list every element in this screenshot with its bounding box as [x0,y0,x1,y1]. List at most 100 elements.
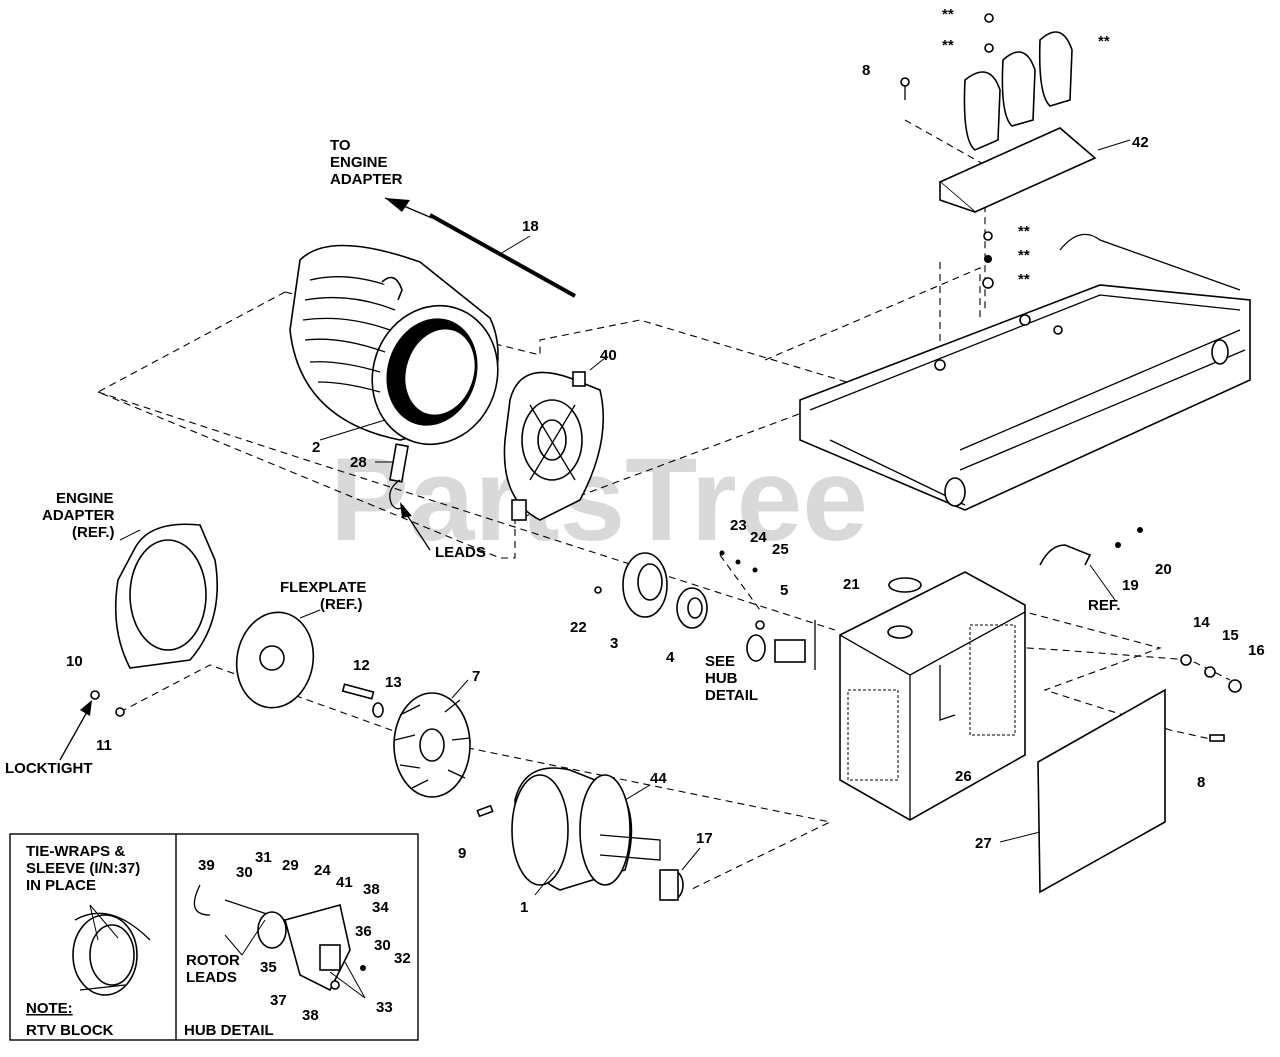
label-tie-wraps-1: TIE-WRAPS & [26,843,125,860]
callout-stars-2: ** [942,37,954,54]
callout-11: 11 [96,737,112,754]
callout-1: 1 [520,899,528,916]
label-leads: LEADS [435,544,486,561]
label-note: NOTE: [26,1000,73,1017]
detail-inset [9,833,419,1041]
label-flexplate-2: (REF.) [320,596,363,613]
callout-20: 20 [1155,561,1172,578]
callout-10: 10 [66,653,83,670]
callout-23: 23 [730,517,747,534]
label-hub-detail: HUB DETAIL [184,1022,274,1039]
label-rotor-leads-1: ROTOR [186,952,240,969]
callout-40: 40 [600,347,617,364]
label-tie-wraps-2: SLEEVE (I/N:37) [26,860,140,877]
label-tie-wraps-3: IN PLACE [26,877,96,894]
base-frame [799,233,1251,511]
callout-30-a: 30 [236,864,253,881]
callout-39: 39 [198,857,215,874]
callout-22: 22 [570,619,587,636]
callout-8-top: 8 [862,62,870,79]
callout-8-right: 8 [1197,774,1205,791]
callout-3: 3 [610,635,618,652]
callout-19: 19 [1122,577,1139,594]
callout-30-b: 30 [374,937,391,954]
callout-7: 7 [472,668,480,685]
callout-37: 37 [270,992,287,1009]
callout-24-hub: 24 [314,862,331,879]
flexplate-ref [235,609,321,709]
part-12-13-bolt [341,683,384,718]
callout-28: 28 [350,454,367,471]
callout-14: 14 [1193,614,1210,631]
callout-2: 2 [312,439,320,456]
part-3-4-22-brush-parts [594,550,816,670]
callout-16: 16 [1248,642,1265,659]
callout-41: 41 [336,874,353,891]
label-rotor-leads-2: LEADS [186,969,237,986]
engine-adapter-ref [114,523,218,669]
callout-13: 13 [385,674,402,691]
callout-33: 33 [376,999,393,1016]
part-28-lead-sleeve [375,443,431,551]
callout-36: 36 [355,923,372,940]
callout-numbers: 1 2 3 4 5 7 8 8 9 10 11 12 13 14 15 16 1… [66,6,1265,1024]
label-locktight: LOCKTIGHT [5,760,93,777]
callout-stars-5: ** [1018,247,1030,264]
label-to-engine-adapter-1: TO [330,137,351,154]
callout-21: 21 [843,576,860,593]
ref-bracket-19-20 [1039,527,1143,601]
callout-34: 34 [372,899,389,916]
label-ref: REF. [1088,597,1121,614]
callout-4: 4 [666,649,675,666]
part-10-11-fasteners [59,690,125,761]
callout-17: 17 [696,830,713,847]
label-to-engine-adapter-3: ADAPTER [330,171,403,188]
callout-stars-6: ** [1018,271,1030,288]
callout-stars-3: ** [1098,33,1110,50]
callout-15: 15 [1222,627,1239,644]
callout-29: 29 [282,857,299,874]
callout-38-a: 38 [363,881,380,898]
part-9-key [476,804,494,818]
callout-18: 18 [522,218,539,235]
label-see-hub-3: DETAIL [705,687,758,704]
part-17-bearing [659,847,701,901]
part-26-cover [839,571,1026,821]
callout-24: 24 [750,529,767,546]
text-labels: TO ENGINE ADAPTER ENGINE ADAPTER (REF.) … [5,137,1121,1039]
callout-42: 42 [1132,134,1149,151]
part-42-breaker-bracket [900,13,1131,289]
callout-31: 31 [255,849,272,866]
part-44-rotor [511,767,661,896]
callout-27: 27 [975,835,992,852]
callout-9: 9 [458,845,466,862]
part-21-grommet [888,577,922,593]
part-2-stator [289,244,499,446]
part-27-panel [999,688,1166,894]
callout-5: 5 [780,582,788,599]
label-see-hub-2: HUB [705,670,738,687]
callout-44: 44 [650,770,667,787]
callout-32: 32 [394,950,411,967]
label-to-engine-adapter-2: ENGINE [330,154,388,171]
label-engine-adapter-3: (REF.) [72,524,115,541]
part-18-stud [384,197,576,298]
callout-26: 26 [955,768,972,785]
label-engine-adapter-2: ADAPTER [42,507,115,524]
callout-35: 35 [260,959,277,976]
label-rtv-block: RTV BLOCK [26,1022,114,1039]
part-40-end-bracket [503,357,606,521]
label-see-hub-1: SEE [705,653,735,670]
label-engine-adapter-1: ENGINE [56,490,114,507]
callout-stars-4: ** [1018,223,1030,240]
callout-stars-1: ** [942,6,954,23]
watermark: PartsTree [330,434,868,566]
callout-25: 25 [772,541,789,558]
part-7-fan [393,679,471,798]
label-flexplate-1: FLEXPLATE [280,579,366,596]
callout-12: 12 [353,657,370,674]
callout-38-b: 38 [302,1007,319,1024]
part-14-16-hardware [1180,654,1242,742]
